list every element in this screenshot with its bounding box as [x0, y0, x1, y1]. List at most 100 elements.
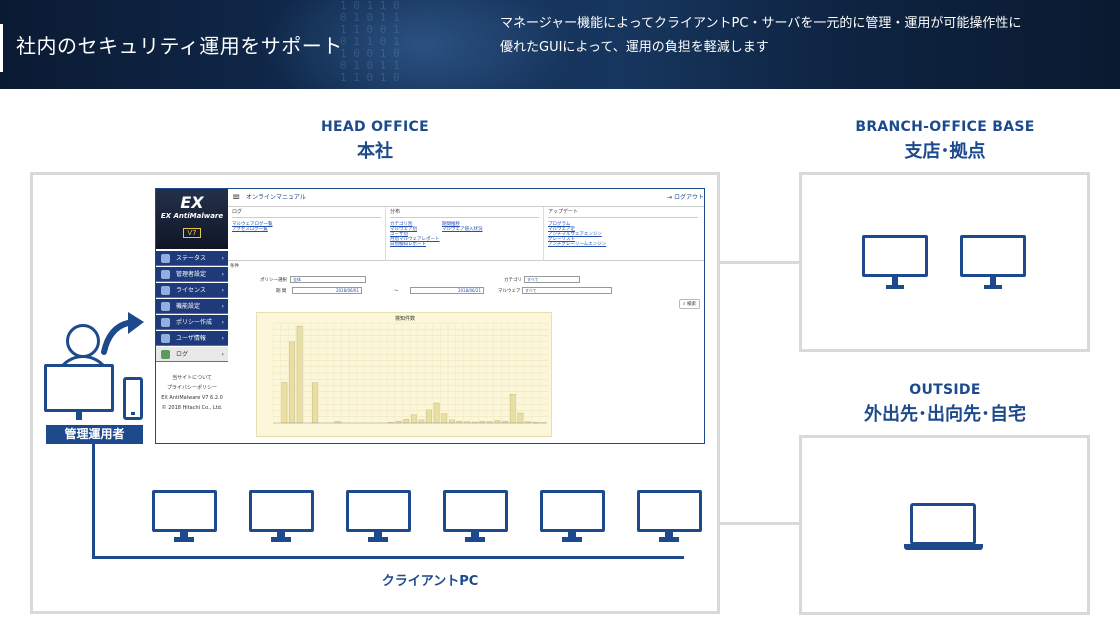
sidebar-item-label: 管理者設定	[176, 271, 207, 278]
banner-desc-line2: 優れたGUIによって、運用の負担を軽減します	[500, 40, 769, 55]
search-label: 検索	[687, 302, 696, 307]
sidebar-item-users[interactable]: ユーザ情報›	[156, 331, 228, 346]
branch-office-box	[799, 172, 1090, 352]
outside-jp: 外出先･出向先･自宅	[864, 404, 1026, 425]
sidebar-footer: 当サイトについて プライバシーポリシー EX AntiMalware V7 6.…	[156, 373, 228, 413]
chart-svg	[272, 322, 548, 424]
menu-link[interactable]: アンチグレーリームエンジン	[548, 242, 607, 247]
network-line-vertical	[92, 444, 95, 558]
admin-person-head	[66, 324, 100, 358]
manager-screenshot: EX EX AntiMalware V7 ステータス› 管理者設定 › ライセンス…	[155, 188, 705, 444]
connector-branch	[720, 261, 799, 264]
chevron-right-icon: ›	[221, 335, 224, 342]
condition-title: 条件	[230, 264, 239, 269]
lock-icon	[161, 286, 170, 295]
outside-heading: OUTSIDE 外出先･出向先･自宅	[830, 382, 1060, 426]
chevron-right-icon: ›	[221, 319, 224, 326]
menu-col-head: ログ	[232, 210, 381, 218]
menu-columns: ログ マルウェアログ一覧 アクセスログ一覧 分布 カテゴリ別 マルウェア別 ユー…	[228, 207, 704, 261]
log-icon	[161, 350, 170, 359]
chart-bar	[441, 413, 448, 424]
logout-link[interactable]: ⇥ ログアウト	[667, 189, 704, 207]
menu-link[interactable]: マルウェアログ一覧	[232, 222, 273, 227]
logo-version-badge: V7	[183, 228, 201, 238]
logo-name: EX AntiMalware	[160, 212, 224, 220]
malware-select[interactable]: すべて	[522, 287, 612, 294]
chart-bar	[494, 420, 501, 424]
chevron-right-icon: ›	[221, 287, 224, 294]
sidebar-item-features[interactable]: 機能設定 ›	[156, 299, 228, 314]
chart-bar	[281, 382, 288, 424]
sidebar-item-label: 機能設定	[176, 303, 201, 310]
menu-link[interactable]: アンチマルウェアエンジン	[548, 232, 602, 237]
about-link[interactable]: 当サイトについて	[172, 375, 212, 381]
policy-select[interactable]: 全体	[290, 276, 366, 283]
chart-bar	[296, 325, 303, 424]
menu-link[interactable]: ユーザ別	[390, 232, 408, 237]
branch-en: BRANCH-OFFICE BASE	[855, 119, 1035, 135]
client-pc-label: クライアントPC	[381, 574, 479, 589]
online-manual-link[interactable]: オンラインマニュアル	[246, 194, 306, 201]
period-from-input[interactable]: 2018/06/01	[292, 287, 362, 294]
chevron-right-icon: ›	[221, 351, 224, 358]
privacy-link[interactable]: プライバシーポリシー	[167, 385, 217, 391]
chart-bar	[418, 419, 425, 424]
category-select[interactable]: すべて	[524, 276, 580, 283]
chart-bar	[517, 412, 524, 424]
banner-desc-line1: マネージャー機能によってクライアントPC・サーバを一元的に管理・運用が可能操作性…	[500, 16, 1022, 31]
laptop-icon	[910, 503, 976, 545]
sidebar-item-license[interactable]: ライセンス ›	[156, 283, 228, 298]
chart-bar	[289, 341, 295, 424]
banner-binary-decoration: 1 0 1 1 0 0 1 0 1 1 1 1 0 0 1 0 1 1 0 1 …	[340, 0, 400, 84]
menu-link[interactable]: マルウェア別	[390, 227, 417, 232]
search-icon: ⌕	[683, 302, 687, 307]
head-office-en: HEAD OFFICE	[321, 119, 429, 135]
menu-link[interactable]: カテゴリ別	[390, 222, 413, 227]
laptop-base	[904, 544, 983, 550]
chart-bar	[311, 382, 318, 424]
sidebar-item-log[interactable]: ログ ›	[156, 347, 228, 362]
menu-link[interactable]: 期間推移	[442, 222, 460, 227]
menu-link[interactable]: アクセスログ一覧	[232, 227, 268, 232]
sidebar-item-policy[interactable]: ポリシー作成 ›	[156, 315, 228, 330]
menu-col-update: アップデート プログラム マルウェア定 アンチマルウェアエンジン グレーリスト …	[544, 207, 702, 261]
sidebar-item-label: ログ	[176, 351, 189, 358]
copyright-text: © 2018 Hitachi Co., Ltd.	[161, 405, 223, 411]
menu-link[interactable]: グレーリスト	[548, 237, 575, 242]
category-label: カテゴリ	[504, 278, 522, 283]
banner-accent-bar	[0, 24, 3, 72]
sidebar-item-label: ライセンス	[176, 287, 206, 294]
logout-label: ログアウト	[673, 194, 704, 201]
admin-label: 管理運用者	[46, 425, 143, 444]
period-to-input[interactable]: 2018/06/21	[410, 287, 484, 294]
menu-link[interactable]: 月別マルウェアレポート	[390, 237, 440, 242]
status-icon	[161, 254, 170, 263]
logo-ex: EX	[180, 193, 204, 212]
menu-link[interactable]: マルウェア侵入状況	[442, 227, 483, 232]
head-office-heading: HEAD OFFICE 本社	[275, 119, 475, 163]
screenshot-topbar: ≡ オンラインマニュアル ⇥ ログアウト	[228, 189, 704, 207]
hamburger-menu-icon[interactable]: ≡	[232, 192, 241, 203]
chevron-right-icon: ›	[221, 303, 224, 310]
policy-label: ポリシー選択	[260, 278, 287, 283]
chart-bar	[448, 419, 455, 424]
chart-bar	[410, 414, 417, 424]
connector-outside	[720, 522, 799, 525]
sidebar-item-status[interactable]: ステータス›	[156, 251, 228, 266]
chart-bar	[426, 409, 432, 424]
chart-title: 検知件数	[394, 316, 415, 322]
sidebar-item-admin[interactable]: 管理者設定 ›	[156, 267, 228, 282]
chevron-right-icon: ›	[221, 271, 224, 278]
period-label: 期 間	[276, 289, 287, 294]
malware-label: マルウェア	[498, 289, 521, 294]
menu-col-log: ログ マルウェアログ一覧 アクセスログ一覧	[228, 207, 386, 261]
search-button[interactable]: ⌕ 検索	[679, 299, 700, 309]
menu-link[interactable]: 日別検知レポート	[390, 242, 426, 247]
menu-link[interactable]: プログラム	[548, 222, 571, 227]
chevron-right-icon: ›	[221, 255, 224, 262]
user-icon	[161, 270, 170, 279]
menu-link[interactable]: マルウェア定	[548, 227, 575, 232]
menu-col-head: 分布	[390, 210, 539, 218]
sidebar-item-label: ポリシー作成	[176, 319, 213, 326]
banner-description: マネージャー機能によってクライアントPC・サーバを一元的に管理・運用が可能操作性…	[500, 12, 1100, 60]
